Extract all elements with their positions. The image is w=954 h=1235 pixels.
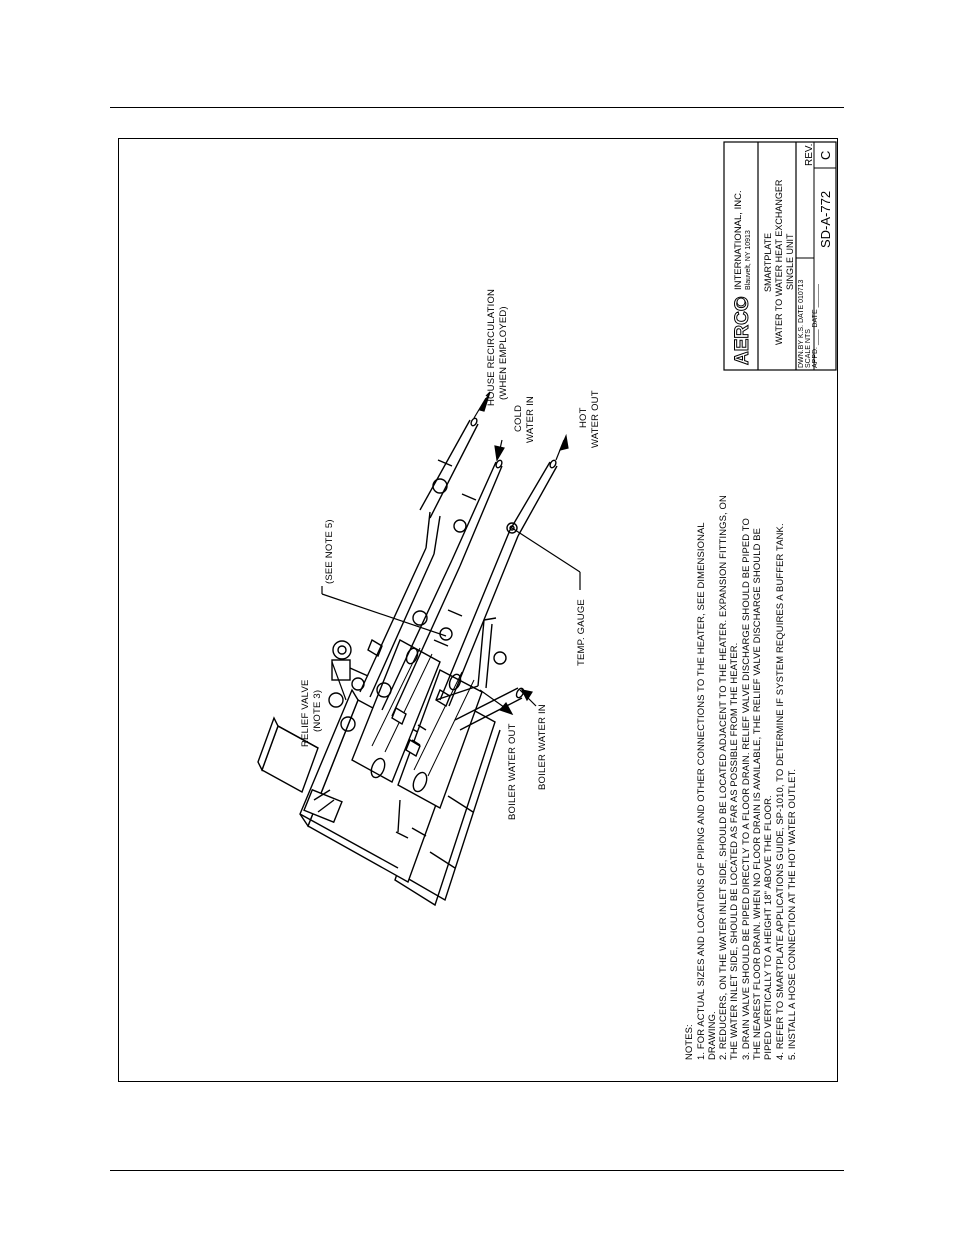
title-single-unit: SINGLE UNIT — [785, 233, 795, 290]
arrows-and-leaders — [321, 391, 581, 716]
title-heat-exchanger: WATER TO WATER HEAT EXCHANGER — [774, 179, 784, 345]
label-see-note-5: (SEE NOTE 5) — [324, 519, 335, 584]
diagram-labels: HOUSE RECIRCULATION (WHEN EMPLOYED) COLD… — [300, 289, 601, 820]
note-line-6: THE NEAREST FLOOR DRAIN. WHEN NO FLOOR D… — [751, 528, 762, 1060]
notes-block: NOTES: 1. FOR ACTUAL SIZES AND LOCATIONS… — [683, 495, 797, 1060]
note-line-1: 1. FOR ACTUAL SIZES AND LOCATIONS OF PIP… — [695, 522, 706, 1060]
title-smartplate: SMARTPLATE — [763, 233, 773, 292]
note-line-9: 5. INSTALL A HOSE CONNECTION AT THE HOT … — [786, 769, 797, 1060]
note-line-7: PIPED VERTICALLY TO A HEIGHT 18" ABOVE T… — [762, 795, 773, 1060]
company-address: Blauvelt, NY 10913 — [745, 230, 752, 290]
label-cold: COLD — [513, 405, 524, 432]
piping — [359, 417, 558, 731]
label-temp-gauge: TEMP. GAUGE — [576, 599, 587, 666]
drawn-by: DWN.BY K.S. DATE 010713 — [798, 279, 805, 368]
header-rule — [110, 107, 844, 108]
footer-rule — [110, 1170, 844, 1171]
label-water-in: WATER IN — [525, 396, 536, 443]
company-name: INTERNATIONAL, INC. — [733, 190, 744, 290]
notes-heading: NOTES: — [683, 1024, 694, 1060]
heater-unit — [257, 638, 501, 907]
label-relief-valve: RELIEF VALVE — [300, 679, 311, 747]
scale: SCALE NTS — [805, 329, 812, 368]
label-boiler-water-out: BOILER WATER OUT — [507, 723, 518, 820]
note-line-4: THE WATER INLET SIDE, SHOULD BE LOCATED … — [728, 643, 739, 1060]
label-hot: HOT — [578, 407, 589, 428]
title-block: AERCO INTERNATIONAL, INC. Blauvelt, NY 1… — [723, 141, 837, 371]
rev-value: C — [818, 151, 833, 160]
label-house-recirculation: HOUSE RECIRCULATION — [486, 289, 497, 406]
approved: APPD. ____ DATE ______ — [812, 284, 819, 368]
label-when-employed: (WHEN EMPLOYED) — [498, 306, 509, 400]
drawing-frame — [118, 138, 838, 1082]
rev-label: REV. — [804, 144, 815, 166]
note-line-2: DRAWING. — [706, 1011, 717, 1060]
label-note-3: (NOTE 3) — [312, 690, 323, 732]
note-line-3: 2. REDUCERS, ON THE WATER INLET SIDE, SH… — [717, 495, 728, 1060]
label-boiler-water-in: BOILER WATER IN — [537, 704, 548, 790]
drawing-number: SD-A-772 — [818, 191, 833, 248]
svg-text:AERCO: AERCO — [732, 296, 753, 365]
note-line-5: 3. DRAIN VALVE SHOULD BE PIPED DIRECTLY … — [740, 518, 751, 1060]
note-line-8: 4. REFER TO SMARTPLATE APPLICATIONS GUID… — [774, 523, 785, 1060]
aerco-logo: AERCO — [732, 296, 754, 366]
label-water-out: WATER OUT — [590, 390, 601, 448]
